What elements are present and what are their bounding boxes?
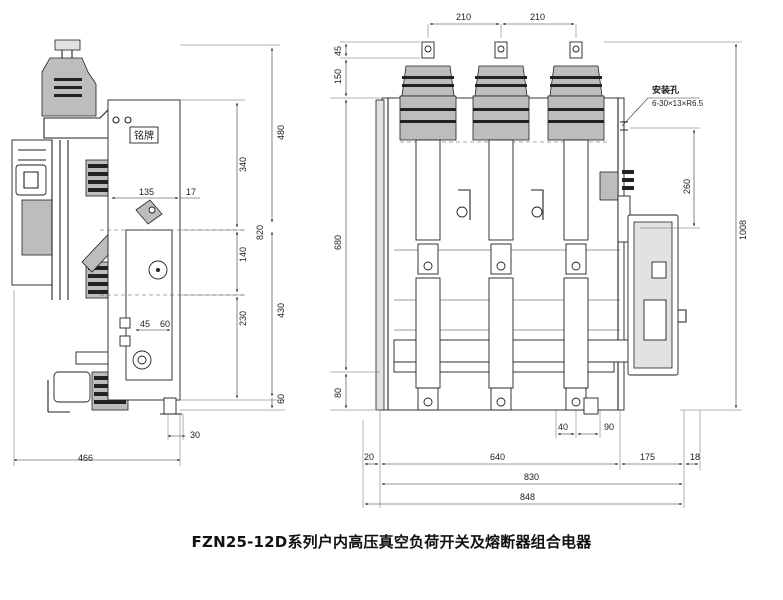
dim-260: 260 xyxy=(682,179,692,194)
dim-90: 90 xyxy=(604,422,614,432)
dim-17: 17 xyxy=(186,187,196,197)
nameplate-label: 铭牌 xyxy=(134,129,154,142)
mounting-hole-label: 安装孔 xyxy=(652,84,679,95)
figure-caption: FZN25-12D系列户内高压真空负荷开关及熔断器组合电器 xyxy=(191,533,592,551)
dim-640: 640 xyxy=(490,452,505,462)
dim-20: 20 xyxy=(364,452,374,462)
phase-right xyxy=(547,41,605,411)
dim-140: 140 xyxy=(238,247,248,262)
dim-175: 175 xyxy=(640,452,655,462)
dim-848: 848 xyxy=(520,492,535,502)
dim-135: 135 xyxy=(139,187,154,197)
dim-80: 80 xyxy=(333,388,343,398)
dim-210-left: 210 xyxy=(456,12,471,22)
phase-left xyxy=(399,41,471,411)
dim-340: 340 xyxy=(238,157,248,172)
dim-680: 680 xyxy=(333,235,343,250)
dim-820: 820 xyxy=(255,225,265,240)
dim-430: 430 xyxy=(276,303,286,318)
dim-830: 830 xyxy=(524,472,539,482)
dim-480: 480 xyxy=(276,125,286,140)
front-view: 210 210 45 150 680 80 1008 260 40 90 20 … xyxy=(330,12,748,508)
dim-60: 60 xyxy=(276,394,286,404)
dim-210-right: 210 xyxy=(530,12,545,22)
dim-30: 30 xyxy=(190,430,200,440)
dim-40: 40 xyxy=(558,422,568,432)
dim-1008: 1008 xyxy=(738,220,748,240)
phase-middle xyxy=(472,41,544,411)
dim-150: 150 xyxy=(333,69,343,84)
dim-466: 466 xyxy=(78,453,93,463)
dim-230: 230 xyxy=(238,311,248,326)
dim-60-base: 60 xyxy=(160,319,170,329)
side-view: 铭牌 466 480 430 820 340 140 xyxy=(11,39,286,466)
dim-18: 18 xyxy=(690,452,700,462)
dim-45-top: 45 xyxy=(333,46,343,56)
mounting-hole-spec: 6-30×13×R6.5 xyxy=(652,99,704,108)
dim-45: 45 xyxy=(140,319,150,329)
